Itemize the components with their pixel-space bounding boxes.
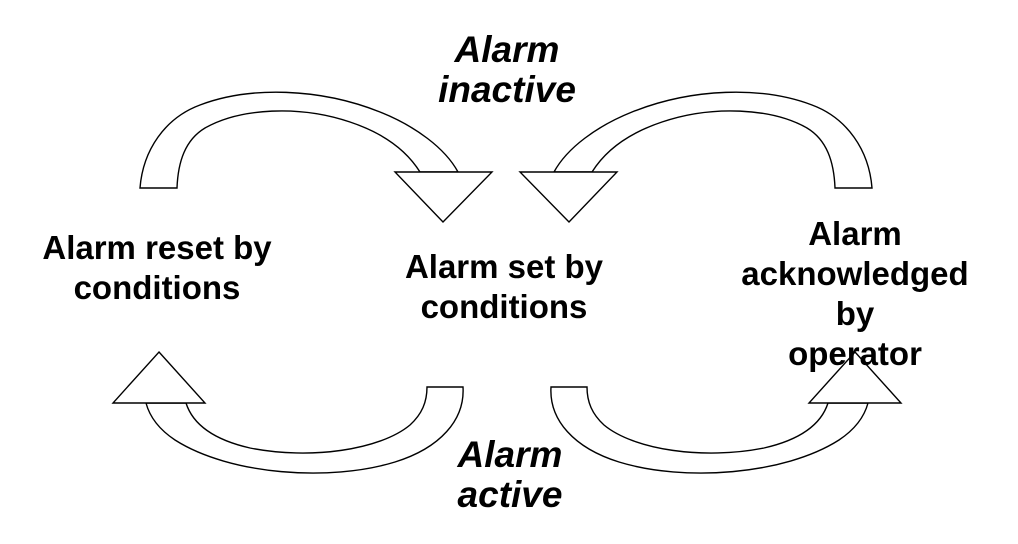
- bottom-left-curved-arrow-icon: [111, 350, 464, 474]
- state-label-alarm-active: Alarm active: [457, 434, 563, 515]
- top-left-curved-arrow-icon: [139, 91, 494, 224]
- bottom-right-curved-arrow-icon: [550, 350, 903, 474]
- top-right-curved-arrow-icon: [518, 91, 873, 224]
- transition-label-alarm-acknowledged: Alarm acknowledged by operator: [741, 215, 969, 372]
- transition-label-alarm-set: Alarm set by conditions: [404, 248, 604, 325]
- transition-label-alarm-reset: Alarm reset by conditions: [42, 229, 272, 306]
- state-label-alarm-inactive: Alarm inactive: [438, 29, 576, 110]
